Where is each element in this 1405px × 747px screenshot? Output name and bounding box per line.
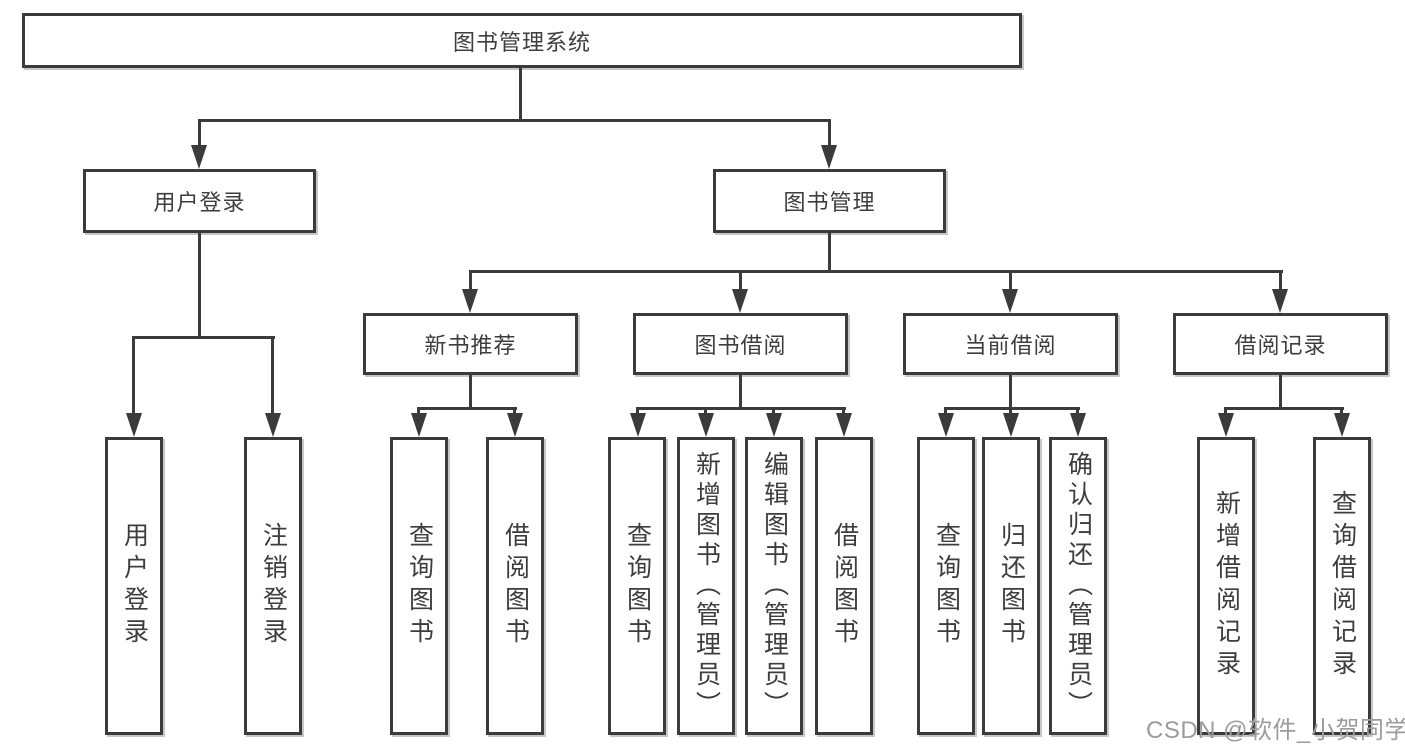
leaf-query-borrow-record-label: 查询借阅记录: [1328, 490, 1357, 682]
node-library-management-system: 图书管理系统: [22, 13, 1022, 68]
leaf-query-books-borrowing: 查询图书: [608, 437, 666, 735]
connector-user-login-stem: [198, 231, 201, 338]
connector-line: [1009, 270, 1012, 291]
node-book-borrowing: 图书借阅: [633, 313, 848, 375]
connector-root-stem: [519, 66, 522, 121]
connector-level2-bar: [198, 119, 831, 122]
connector-borrowing-bar: [636, 407, 846, 410]
connector-line: [132, 336, 135, 416]
connector-line: [469, 270, 472, 291]
connector-line: [1224, 407, 1227, 416]
node-library-management-system-label: 图书管理系统: [452, 29, 591, 55]
node-borrowing-records-label: 借阅记录: [1234, 333, 1327, 358]
leaf-logout: 注销登录: [244, 437, 302, 735]
leaf-query-books-current: 查询图书: [917, 437, 975, 735]
node-new-book-recommendation-label: 新书推荐: [424, 333, 517, 358]
connector-line: [739, 270, 742, 291]
leaf-confirm-return-admin: 确认归还（管理员）: [1049, 437, 1107, 735]
arrow-down-icon: [821, 145, 837, 169]
connector-borrowing-stem: [739, 373, 742, 409]
connector-line: [1340, 407, 1343, 416]
connector-line: [1009, 407, 1012, 416]
connector-line: [828, 119, 831, 151]
leaf-user-login-label: 用户登录: [120, 522, 149, 650]
connector-book-management-stem: [828, 231, 831, 272]
connector-current-bar: [944, 407, 1080, 410]
arrow-down-icon: [1002, 289, 1018, 313]
arrow-down-icon: [630, 413, 646, 437]
connector-user-login-bar: [132, 336, 275, 339]
arrow-down-icon: [1070, 413, 1086, 437]
leaf-borrow-books-recommend-label: 借阅图书: [501, 522, 530, 650]
node-book-management-label: 图书管理: [783, 190, 876, 215]
leaf-add-books-admin-label: 新增图书（管理员）: [692, 451, 721, 721]
leaf-query-books-borrowing-label: 查询图书: [623, 522, 652, 650]
connector-line: [513, 407, 516, 416]
connector-records-stem: [1279, 373, 1282, 409]
arrow-down-icon: [462, 289, 478, 313]
arrow-down-icon: [1272, 289, 1288, 313]
arrow-down-icon: [191, 145, 207, 169]
connector-line: [1279, 270, 1282, 291]
connector-line: [198, 119, 201, 151]
connector-line: [417, 407, 420, 416]
leaf-query-borrow-record: 查询借阅记录: [1313, 437, 1371, 735]
connector-line: [636, 407, 639, 416]
arrow-down-icon: [732, 289, 748, 313]
leaf-user-login: 用户登录: [105, 437, 163, 735]
arrow-down-icon: [265, 413, 281, 437]
connector-records-bar: [1224, 407, 1344, 410]
arrow-down-icon: [507, 413, 523, 437]
connector-line: [944, 407, 947, 416]
leaf-borrow-books-recommend: 借阅图书: [486, 437, 544, 735]
connector-recommend-stem: [469, 373, 472, 409]
arrow-down-icon: [836, 413, 852, 437]
arrow-down-icon: [698, 413, 714, 437]
leaf-return-books: 归还图书: [982, 437, 1040, 735]
leaf-add-borrow-record: 新增借阅记录: [1197, 437, 1255, 735]
arrow-down-icon: [126, 413, 142, 437]
connector-line: [1076, 407, 1079, 416]
arrow-down-icon: [1334, 413, 1350, 437]
connector-line: [772, 407, 775, 416]
arrow-down-icon: [1218, 413, 1234, 437]
leaf-edit-books-admin: 编辑图书（管理员）: [745, 437, 803, 735]
leaf-query-books-current-label: 查询图书: [932, 522, 961, 650]
node-new-book-recommendation: 新书推荐: [363, 313, 578, 375]
leaf-confirm-return-admin-label: 确认归还（管理员）: [1064, 451, 1093, 721]
leaf-query-books-recommend: 查询图书: [390, 437, 448, 735]
node-current-borrowing-label: 当前借阅: [964, 333, 1057, 358]
connector-line: [271, 336, 274, 416]
node-current-borrowing: 当前借阅: [903, 313, 1118, 375]
connector-current-stem: [1009, 373, 1012, 409]
arrow-down-icon: [411, 413, 427, 437]
node-book-management: 图书管理: [713, 169, 946, 233]
arrow-down-icon: [1003, 413, 1019, 437]
node-borrowing-records: 借阅记录: [1173, 313, 1388, 375]
node-book-borrowing-label: 图书借阅: [694, 333, 787, 358]
leaf-borrow-books-borrowing-label: 借阅图书: [830, 522, 859, 650]
arrow-down-icon: [766, 413, 782, 437]
node-user-login-label: 用户登录: [153, 190, 246, 215]
arrow-down-icon: [938, 413, 954, 437]
leaf-add-borrow-record-label: 新增借阅记录: [1212, 490, 1241, 682]
leaf-query-books-recommend-label: 查询图书: [405, 522, 434, 650]
watermark: CSDN @软件_小贺同学: [1146, 717, 1405, 744]
connector-recommend-bar: [417, 407, 517, 410]
leaf-edit-books-admin-label: 编辑图书（管理员）: [760, 451, 789, 721]
connector-level3-bar: [469, 270, 1283, 273]
leaf-logout-label: 注销登录: [259, 522, 288, 650]
leaf-return-books-label: 归还图书: [997, 522, 1026, 650]
leaf-add-books-admin: 新增图书（管理员）: [677, 437, 735, 735]
node-user-login: 用户登录: [83, 169, 316, 233]
leaf-borrow-books-borrowing: 借阅图书: [815, 437, 873, 735]
connector-line: [704, 407, 707, 416]
connector-line: [842, 407, 845, 416]
